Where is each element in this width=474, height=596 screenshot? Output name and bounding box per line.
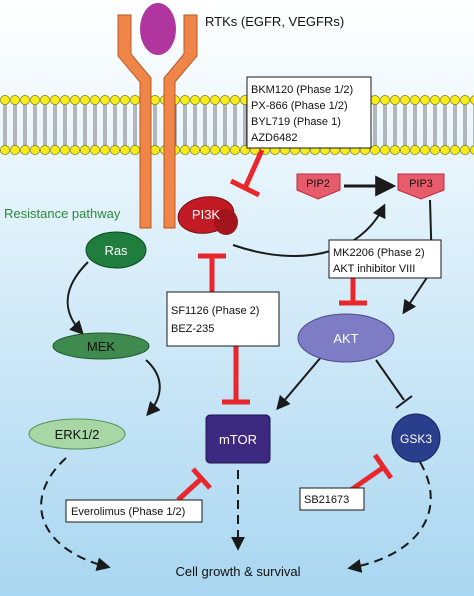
pi3k-inhibition-line	[242, 148, 265, 190]
gsk3-inhibition-bar	[372, 453, 394, 480]
gsk3-label: GSK3	[400, 432, 432, 446]
akt-inhibitor-2: AKT inhibitor VIII	[333, 263, 415, 275]
outcome-label: Cell growth & survival	[176, 564, 301, 579]
pip2-node: PIP2	[296, 173, 341, 200]
akt-inhibitor-1: MK2206 (Phase 2)	[333, 247, 425, 259]
pi3k-inhibitor-4: AZD6482	[251, 132, 297, 144]
receptor-label: RTKs (EGFR, VEGFRs)	[205, 14, 344, 29]
mtor-node: mTOR	[205, 414, 271, 464]
sb21673-label: SB21673	[304, 494, 349, 506]
pi3k-label: PI3K	[192, 207, 221, 222]
akt-inhibitor-box: MK2206 (Phase 2) AKT inhibitor VIII	[328, 239, 442, 279]
akt-to-mtor-arrow	[276, 355, 323, 411]
mtor-label: mTOR	[219, 432, 257, 447]
ras-node: Ras	[85, 231, 147, 269]
pip3-node: PIP3	[397, 173, 445, 200]
everolimus-box: Everolimus (Phase 1/2)	[65, 499, 203, 523]
erk-node: ERK1/2	[28, 418, 126, 450]
akt-inhibits-gsk3-line	[375, 359, 405, 401]
pi3k-inhibitor-1: BKM120 (Phase 1/2)	[251, 84, 353, 96]
akt-inhibits-gsk3-bar	[395, 395, 413, 409]
erk-label: ERK1/2	[55, 427, 100, 442]
pi3k-node: PI3K	[177, 196, 238, 235]
pi3k-inhibitor-box: BKM120 (Phase 1/2) PX-866 (Phase 1/2) BY…	[246, 76, 372, 149]
akt-label: AKT	[333, 331, 358, 346]
gsk3-node: GSK3	[391, 413, 441, 463]
ligand	[140, 3, 176, 55]
everolimus-label: Everolimus (Phase 1/2)	[71, 506, 185, 518]
mek-to-erk-arrow	[145, 359, 161, 417]
ras-label: Ras	[104, 243, 128, 258]
pi3k-inhibitor-3: BYL719 (Phase 1)	[251, 116, 341, 128]
pi3k-to-pip3-arrow	[232, 203, 386, 257]
sb21673-box: SB21673	[299, 487, 365, 511]
mek-node: MEK	[52, 332, 150, 360]
mtor-inhibition-bar	[191, 467, 212, 490]
erk-to-survival-dashed	[40, 457, 111, 572]
dual-inhibitor-1: SF1126 (Phase 2)	[171, 305, 259, 317]
resistance-pathway-label: Resistance pathway	[4, 206, 121, 221]
inhibition-markers	[176, 148, 394, 502]
cell-membrane	[0, 95, 474, 155]
gsk3-to-survival-dashed	[347, 461, 432, 573]
pip2-label: PIP2	[306, 178, 330, 190]
ras-to-mek-arrow	[66, 261, 89, 336]
mek-label: MEK	[87, 339, 116, 354]
pi3k-inhibition-bar	[229, 178, 261, 198]
mtor-inhibition-line	[176, 476, 204, 502]
pip3-label: PIP3	[409, 178, 433, 190]
pi3k-inhibitor-2: PX-866 (Phase 1/2)	[251, 100, 348, 112]
rtk-receptor	[117, 3, 198, 229]
dual-inhibitor-box: SF1126 (Phase 2) BEZ-235	[166, 291, 280, 347]
akt-node: AKT	[297, 313, 395, 363]
dual-inhibitor-2: BEZ-235	[171, 323, 214, 335]
